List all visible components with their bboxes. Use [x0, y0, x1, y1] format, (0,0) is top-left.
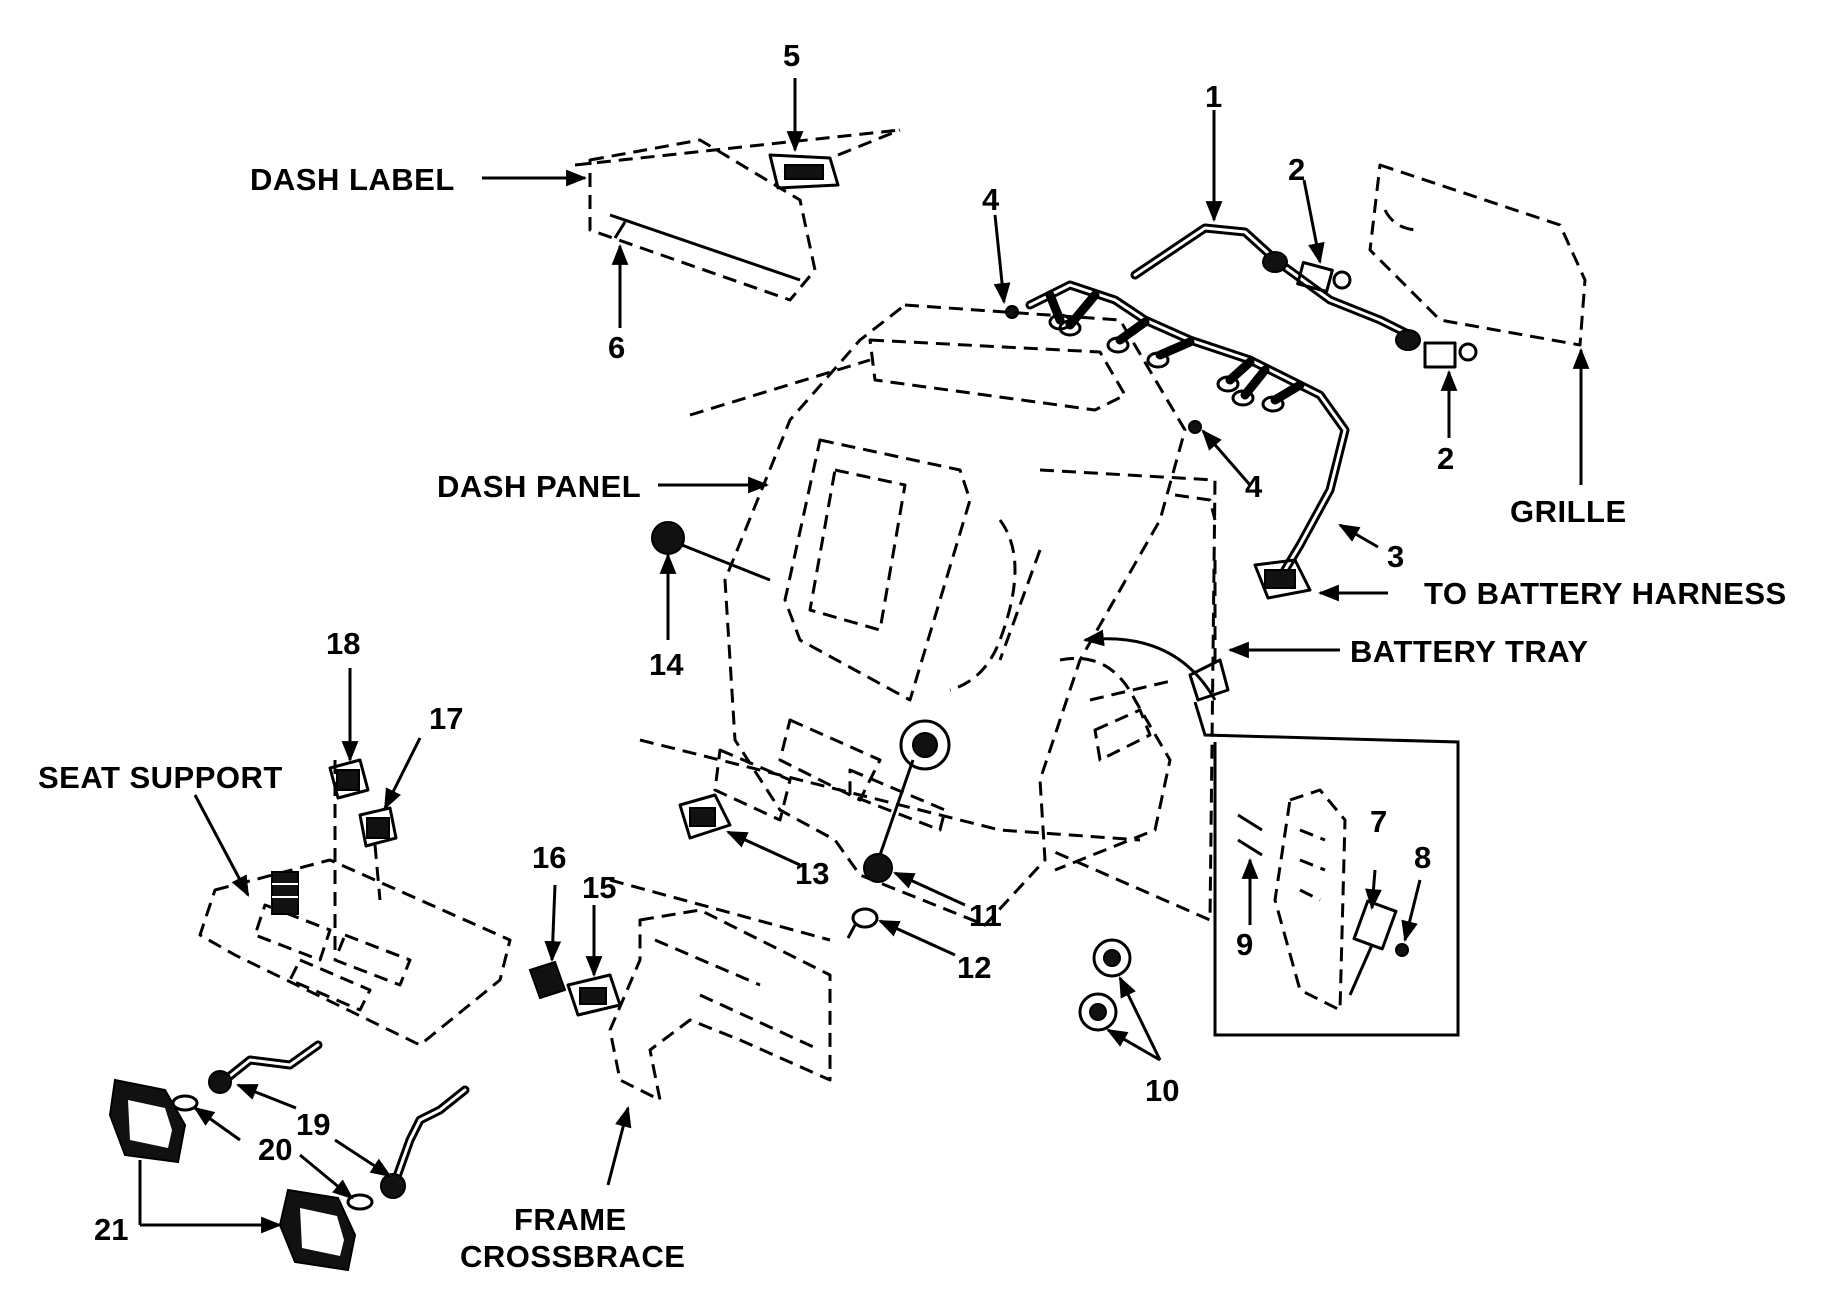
part-13-connector: [678, 793, 732, 840]
callout-8: 8: [1414, 840, 1431, 875]
callout-3: 3: [1387, 539, 1404, 574]
callout-20: 20: [258, 1132, 292, 1167]
callout-2-bottom: 2: [1437, 441, 1454, 476]
callout-14: 14: [649, 647, 684, 682]
part-10-lamp-b: [1078, 992, 1118, 1032]
callout-10: 10: [1145, 1073, 1179, 1108]
label-dash-panel: DASH PANEL: [437, 469, 641, 504]
seat-support-bumper: [271, 871, 299, 915]
label-seat-support: SEAT SUPPORT: [38, 760, 283, 795]
dash-panel-part: [639, 303, 1217, 927]
callout-11: 11: [969, 898, 1002, 933]
callout-18: 18: [326, 626, 360, 661]
part-17-switch: [358, 806, 398, 848]
part-19-socket-b: [380, 1085, 470, 1199]
callout-1: 1: [1205, 79, 1222, 114]
part-16-plug: [528, 960, 567, 1000]
part-21-lamp-housing-b: [278, 1188, 357, 1272]
label-to-battery-harness: TO BATTERY HARNESS: [1424, 576, 1787, 611]
part-14-line: [681, 543, 771, 582]
label-battery-tray: BATTERY TRAY: [1350, 634, 1589, 669]
part-14-plug: [651, 521, 685, 555]
callout-6: 6: [608, 330, 625, 365]
key-axis-line: [878, 759, 915, 856]
label-frame: FRAME: [514, 1202, 627, 1237]
part-20-bulb-a: [171, 1094, 199, 1112]
label-dash-label: DASH LABEL: [250, 162, 455, 197]
dash-label-part: [574, 128, 901, 302]
callout-15: 15: [582, 870, 616, 905]
part-19-socket-a: [208, 1040, 323, 1094]
label-grille: GRILLE: [1510, 494, 1627, 529]
detail-callout-box: [1193, 701, 1460, 1037]
grille-part: [1368, 163, 1587, 347]
part-18-switch: [328, 758, 370, 800]
callout-21: 21: [94, 1212, 128, 1247]
part-1-harness: [1130, 223, 1421, 351]
part-15-connector: [566, 973, 622, 1017]
part-9-screw-a: [1237, 813, 1263, 832]
part-6-screw: [613, 221, 627, 239]
detail-pointer-arrow: [1082, 629, 1217, 701]
callout-5: 5: [783, 38, 800, 73]
part-21-lamp-housing-a: [108, 1078, 187, 1164]
part-11-key: [863, 853, 893, 883]
part-9-screw-b: [1237, 838, 1263, 857]
callout-9: 9: [1236, 927, 1253, 962]
frame-crossbrace-part: [608, 878, 832, 1102]
part-2-socket-b: [1423, 341, 1478, 369]
part-5-plate: [768, 128, 901, 190]
part-7-switch: [1348, 899, 1398, 996]
callout-12: 12: [957, 950, 991, 985]
battery-tray-stud: [1188, 560, 1230, 702]
callout-4-right: 4: [1245, 469, 1263, 504]
callout-17: 17: [429, 701, 463, 736]
part-12-key-ring: [846, 907, 879, 939]
detail-bracket-part: [1273, 788, 1347, 1012]
part-20-bulb-b: [346, 1193, 374, 1211]
callout-19: 19: [296, 1107, 330, 1142]
label-crossbrace: CROSSBRACE: [460, 1239, 685, 1274]
part-4-bolt-b: [1188, 420, 1202, 434]
callout-16: 16: [532, 840, 566, 875]
part-10-lamp-a: [1092, 938, 1132, 978]
part-3-dash-harness: [1025, 280, 1350, 600]
callout-4-top: 4: [982, 182, 1000, 217]
callout-7: 7: [1370, 804, 1387, 839]
part-2-socket-a: [1296, 260, 1352, 294]
part-8-nut: [1395, 943, 1409, 957]
leader-lines: [138, 78, 1590, 1234]
seat-support-part: [198, 760, 512, 1047]
callout-13: 13: [795, 856, 829, 891]
callout-2-top: 2: [1288, 152, 1305, 187]
